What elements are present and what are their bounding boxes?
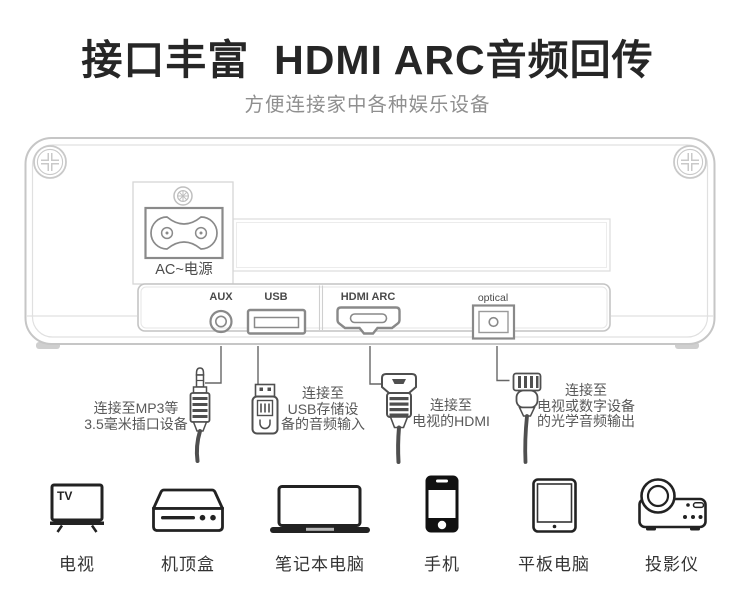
usb-port-label: USB	[264, 291, 287, 303]
device-phone: 手机	[382, 471, 502, 575]
device-tv: TV 电视	[17, 471, 137, 575]
projector-icon	[637, 478, 707, 531]
tablet-icon	[531, 478, 577, 533]
device-projector: 投影仪	[612, 471, 732, 575]
usb-note-line: 连接至	[302, 385, 344, 401]
device-label: 电视	[59, 555, 95, 574]
aux-note-line: 连接至MP3等	[93, 400, 179, 416]
usb-note: 连接至 USB存储设 备的音频输入	[267, 385, 379, 433]
ac-power-socket: AC~电源	[132, 181, 234, 285]
tv-icon: TV	[50, 483, 104, 533]
tv-badge: TV	[57, 489, 72, 503]
aux-note-line: 3.5毫米插口设备	[84, 415, 188, 432]
aux-note: 连接至MP3等 3.5毫米插口设备	[56, 400, 216, 432]
hdmi-note: 连接至 电视的HDMI	[394, 397, 508, 429]
aux-port	[209, 309, 233, 334]
optical-note-line: 电视或数字设备	[537, 397, 635, 414]
phone-icon	[425, 475, 459, 533]
device-label: 平板电脑	[518, 555, 590, 574]
hdmi-note-line: 电视的HDMI	[412, 412, 490, 429]
hdmi-note-line: 连接至	[430, 397, 472, 413]
hdmi-port-label: HDMI ARC	[341, 291, 396, 303]
aux-leader-line	[205, 346, 222, 384]
optical-note: 连接至 电视或数字设备 的光学音频输出	[524, 382, 648, 430]
hdmi-port	[336, 306, 401, 335]
usb-port	[246, 308, 307, 335]
device-label: 笔记本电脑	[275, 555, 365, 574]
hdmi-leader-line	[369, 346, 382, 385]
device-label: 机顶盒	[161, 555, 215, 574]
optical-leader-line	[496, 346, 510, 382]
page-subtitle: 方便连接家中各种娱乐设备	[244, 94, 491, 116]
aux-plug-icon	[189, 367, 211, 463]
device-tablet: 平板电脑	[494, 471, 614, 575]
optical-note-line: 连接至	[565, 382, 607, 398]
device-label: 投影仪	[645, 555, 699, 574]
screw-icon	[673, 145, 707, 179]
aux-port-label: AUX	[209, 291, 233, 303]
hdmi-plug-icon	[381, 373, 417, 464]
laptop-icon	[270, 485, 370, 533]
optical-plug-icon	[512, 372, 542, 464]
usb-note-line: USB存储设	[287, 400, 359, 417]
optical-port-label: optical	[478, 292, 508, 304]
soundbar-rear-panel-illustration: AC~电源 AUX USB HDMI ARC optical	[24, 137, 716, 464]
screw-icon	[173, 186, 193, 206]
set-top-box-icon	[152, 488, 224, 532]
optical-port	[471, 304, 516, 340]
optical-note-line: 的光学音频输出	[537, 413, 635, 429]
device-label: 手机	[424, 555, 460, 574]
ac-power-label: AC~电源	[155, 261, 213, 278]
device-set-top-box: 机顶盒	[128, 471, 248, 575]
usb-note-line: 备的音频输入	[281, 416, 365, 432]
device-laptop: 笔记本电脑	[260, 471, 380, 575]
page-title: 接口丰富 HDMI ARC音频回传	[81, 37, 654, 83]
screw-icon	[33, 145, 67, 179]
usb-plug-icon	[251, 383, 279, 435]
